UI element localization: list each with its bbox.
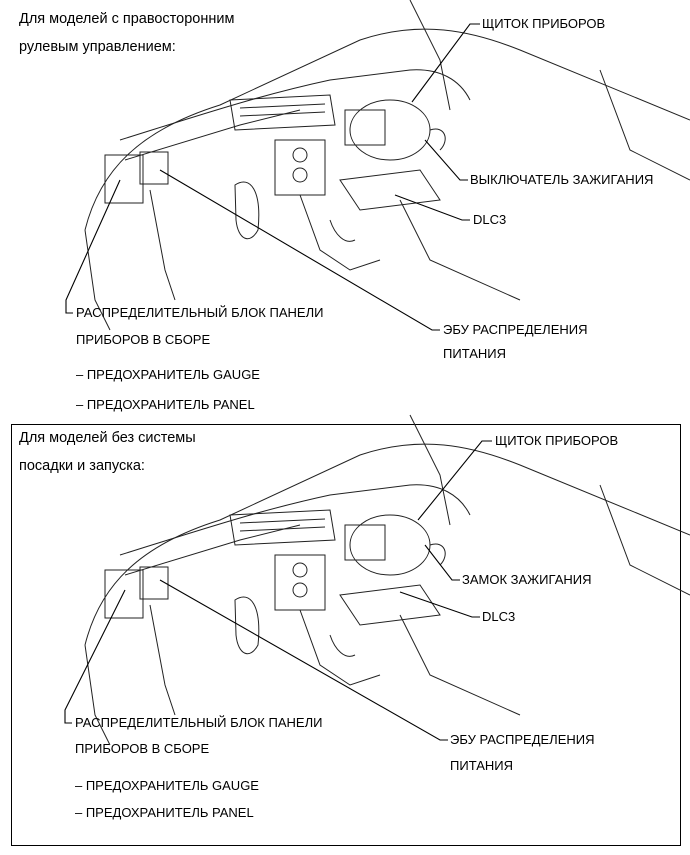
vent-slat-2 xyxy=(239,111,326,117)
a-pillar xyxy=(409,414,451,526)
dash-top-outline xyxy=(84,443,690,646)
panel1-label-dlc3: DLC3 xyxy=(473,212,507,227)
panel1-label-ecu-line1: ЭБУ РАСПРЕДЕЛЕНИЯ xyxy=(443,322,588,337)
center-vent-frame xyxy=(229,509,336,546)
door-line xyxy=(599,69,690,181)
knob-1 xyxy=(292,562,308,578)
vent-slat-1 xyxy=(239,518,326,524)
shifter xyxy=(329,219,356,242)
leader-ecu-2 xyxy=(159,579,448,741)
knob-2 xyxy=(292,167,308,183)
glovebox-vent xyxy=(234,181,260,240)
meter-cluster xyxy=(344,524,386,561)
panel1-label-combination-meter: ЩИТОК ПРИБОРОВ xyxy=(482,16,606,31)
dash-left-edge xyxy=(84,229,111,331)
leader-combination-meter-1 xyxy=(411,23,480,103)
panel1-label-junction-block-line1: РАСПРЕДЕЛИТЕЛЬНЫЙ БЛОК ПАНЕЛИ xyxy=(76,305,324,320)
leader-ignition-1 xyxy=(424,139,468,181)
panel2-heading-line2: посадки и запуска: xyxy=(19,458,145,474)
junction-block-box xyxy=(104,569,144,619)
dash-shelf-line xyxy=(124,109,301,161)
dash-shelf-line xyxy=(124,524,301,576)
junction-block-box xyxy=(104,154,144,204)
panel1-label-ignition: ВЫКЛЮЧАТЕЛЬ ЗАЖИГАНИЯ xyxy=(470,172,654,187)
console-line xyxy=(299,194,381,271)
leader-ignition-2 xyxy=(424,544,460,581)
panel1-label-fuse-gauge: – ПРЕДОХРАНИТЕЛЬ GAUGE xyxy=(76,367,260,382)
leader-ecu-1 xyxy=(159,169,440,331)
panel2-label-fuse-panel: – ПРЕДОХРАНИТЕЛЬ PANEL xyxy=(75,805,254,820)
dash-top-outline xyxy=(84,28,690,231)
lower-dash-panel xyxy=(339,584,441,626)
dash-left-edge xyxy=(84,644,111,746)
meter-cluster xyxy=(344,109,386,146)
vent-slat-2 xyxy=(239,526,326,532)
ecu-box xyxy=(139,151,169,185)
steering-wheel xyxy=(349,99,431,161)
panel1-heading-line1: Для моделей с правосторонним xyxy=(19,11,235,27)
panel2-label-junction-block-line2: ПРИБОРОВ В СБОРЕ xyxy=(75,741,210,756)
door-line xyxy=(599,484,690,596)
dash-upper-line xyxy=(119,484,471,556)
leader-dlc3-2 xyxy=(399,591,480,618)
steering-wheel xyxy=(349,514,431,576)
leader-dlc3-1 xyxy=(394,194,470,221)
panel2-label-ecu-line1: ЭБУ РАСПРЕДЕЛЕНИЯ xyxy=(450,732,595,747)
ignition-area xyxy=(429,128,446,151)
lower-panel-line xyxy=(149,189,176,301)
shifter xyxy=(329,634,356,657)
lower-dash-panel xyxy=(339,169,441,211)
panel1-label-junction-block-line2: ПРИБОРОВ В СБОРЕ xyxy=(76,332,211,347)
panel2-label-fuse-gauge: – ПРЕДОХРАНИТЕЛЬ GAUGE xyxy=(75,778,259,793)
ecu-box xyxy=(139,566,169,600)
knob-2 xyxy=(292,582,308,598)
a-pillar xyxy=(409,0,451,111)
panel2-label-ignition: ЗАМОК ЗАЖИГАНИЯ xyxy=(462,572,592,587)
vent-slat-1 xyxy=(239,103,326,109)
floor-line xyxy=(399,614,521,716)
lower-panel-line xyxy=(149,604,176,716)
panel2-label-dlc3: DLC3 xyxy=(482,609,516,624)
panel2-frame xyxy=(11,424,681,846)
leader-junction-block-2 xyxy=(64,589,126,724)
knob-1 xyxy=(292,147,308,163)
dash-upper-line xyxy=(119,69,471,141)
ignition-area xyxy=(429,543,446,566)
panel1-label-ecu-line2: ПИТАНИЯ xyxy=(443,346,506,361)
console-line xyxy=(299,609,381,686)
leader-combination-meter-2 xyxy=(417,440,492,521)
dashboard-drawing-1 xyxy=(84,0,690,331)
panel2-label-ecu-line2: ПИТАНИЯ xyxy=(450,758,513,773)
panel2-label-combination-meter: ЩИТОК ПРИБОРОВ xyxy=(495,433,619,448)
glovebox-vent xyxy=(234,596,260,655)
panel2-label-junction-block-line1: РАСПРЕДЕЛИТЕЛЬНЫЙ БЛОК ПАНЕЛИ xyxy=(75,715,323,730)
panel1-label-fuse-panel: – ПРЕДОХРАНИТЕЛЬ PANEL xyxy=(76,397,255,412)
center-vent-frame xyxy=(229,94,336,131)
panel1-heading-line2: рулевым управлением: xyxy=(19,39,176,55)
panel2-heading-line1: Для моделей без системы xyxy=(19,430,196,446)
dashboard-drawing-2 xyxy=(84,414,690,746)
leader-junction-block-1 xyxy=(65,179,121,314)
floor-line xyxy=(399,199,521,301)
